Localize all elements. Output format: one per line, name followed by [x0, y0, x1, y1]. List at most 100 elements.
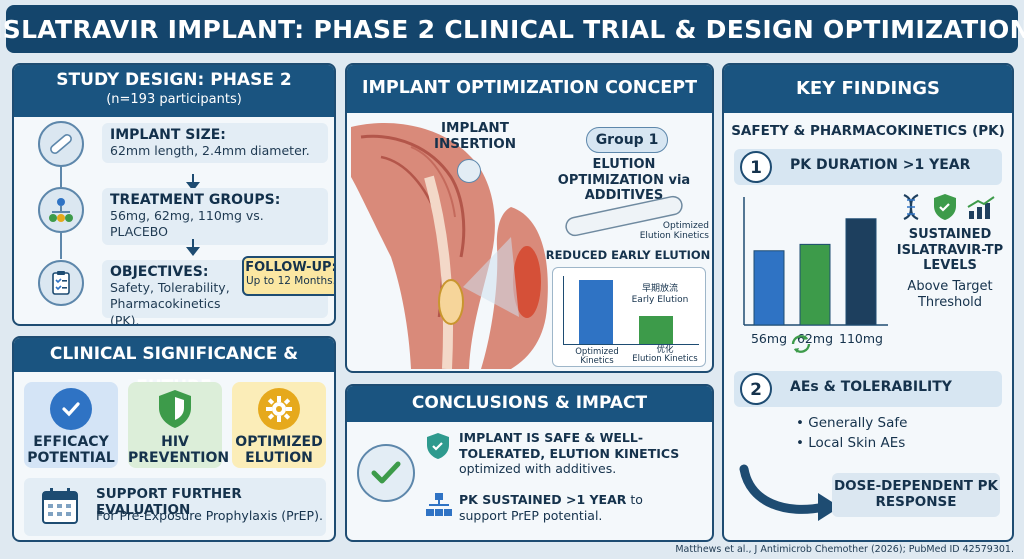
finding-2-title: AEs & TOLERABILITY: [790, 379, 952, 395]
clipboard-checklist-icon: [38, 260, 84, 306]
shield-icon: [934, 194, 956, 220]
bullet-item: • Generally Safe: [796, 415, 908, 431]
growth-chart-icon: [967, 196, 995, 219]
mini-chart-axis: [563, 344, 699, 345]
implant-size-label: IMPLANT SIZE:: [110, 127, 226, 143]
sustained-text: Above Target Threshold: [907, 279, 993, 310]
finding-2-banner: 2 AEs & TOLERABILITY: [734, 371, 1002, 407]
chart-tick-label: 62mg: [797, 331, 833, 346]
support-evaluation-text: For Pre-Exposure Prophylaxis (PrEP).: [96, 508, 323, 523]
bullet-item: • Local Skin AEs: [796, 435, 906, 452]
chart-bar-62mg: [799, 243, 831, 326]
study-design-panel: STUDY DESIGN: PHASE 2 (n=193 participant…: [12, 63, 336, 326]
support-evaluation-box: SUPPORT FURTHER EVALUATION For Pre-Expos…: [24, 478, 326, 536]
finding-2-number: 2: [740, 373, 772, 405]
optimized-elution-chip: OPTIMIZED ELUTION: [232, 382, 326, 468]
chart-bar-56mg: [753, 250, 785, 326]
efficacy-label: EFFICACY POTENTIAL: [27, 434, 115, 467]
pk-duration-chart: 56mg 62mg 110mg: [743, 197, 888, 346]
rod-caption: Optimized Elution Kinetics: [639, 221, 709, 242]
finding-1-number: 1: [740, 151, 772, 183]
elution-optimization-title: ELUTION OPTIMIZATION via ADDITIVES: [557, 157, 691, 204]
mini-bar-elution-labels: 优化 Elution Kinetics: [625, 345, 705, 365]
implant-rod-icon: [38, 121, 84, 167]
clinical-significance-panel: CLINICAL SIGNIFICANCE & FUTURE EFFICACY …: [12, 336, 336, 542]
followup-text: Up to 12 Months.: [246, 275, 336, 287]
bullet-text: Generally Safe: [808, 415, 908, 431]
checkmark-icon: [357, 444, 415, 502]
followup-badge: FOLLOW-UP: Up to 12 Months.: [242, 256, 336, 296]
conclusion-1-text: optimized with additives.: [459, 461, 617, 477]
safety-pk-subheading: SAFETY & PHARMACOKINETICS (PK): [731, 123, 1005, 139]
mini-bar-optimized: [579, 280, 613, 344]
calendar-icon: [40, 486, 80, 530]
implant-insertion-label: IMPLANT INSERTION: [433, 120, 517, 152]
study-participants: (n=193 participants): [106, 92, 242, 107]
study-design-header: STUDY DESIGN: PHASE 2 (n=193 participant…: [14, 65, 334, 117]
gear-icon: [258, 388, 300, 430]
conclusions-panel: CONCLUSIONS & IMPACT IMPLANT IS SAFE & W…: [345, 384, 714, 542]
objectives-text: Safety, Tolerability, Pharmacokinetics (…: [110, 280, 230, 326]
key-findings-panel: KEY FINDINGS SAFETY & PHARMACOKINETICS (…: [722, 63, 1014, 542]
early-elution-en: Early Elution: [631, 294, 689, 305]
page-title: ISLATRAVIR IMPLANT: PHASE 2 CLINICAL TRI…: [0, 14, 1024, 44]
early-elution-annotation: 早期放流 Early Elution: [625, 284, 695, 306]
chart-tick-label: 110mg: [839, 331, 883, 346]
chart-tick-label: 56mg: [751, 331, 787, 346]
shield-icon: [425, 432, 451, 464]
optimized-elution-label: OPTIMIZED ELUTION: [235, 434, 323, 467]
conclusion-2-text1: to: [630, 492, 643, 507]
objectives-label: OBJECTIVES:: [110, 264, 209, 280]
org-chart-icon: [38, 187, 84, 233]
network-icon: [425, 492, 453, 522]
chart-bar-110mg: [845, 218, 877, 326]
hiv-prevention-label: HIV PREVENTION: [128, 434, 230, 467]
group-badge: Group 1: [586, 127, 668, 153]
implant-size-text: 62mm length, 2.4mm diameter.: [110, 143, 310, 158]
title-bar: ISLATRAVIR IMPLANT: PHASE 2 CLINICAL TRI…: [0, 5, 1024, 53]
mini-elution-chart: 早期放流 Early Elution Optimized Kinetics 优化…: [552, 267, 706, 367]
connector-line: [60, 165, 62, 187]
shield-icon: [154, 388, 196, 430]
early-elution-cn: 早期放流: [641, 284, 678, 294]
finding-2-bullets: • Generally Safe • Local Skin AEs: [796, 413, 907, 454]
followup-label: FOLLOW-UP:: [245, 260, 336, 275]
down-arrow-icon: [186, 239, 200, 256]
conclusion-2-bold: PK SUSTAINED >1 YEAR: [459, 492, 627, 507]
hiv-prevention-chip: HIV PREVENTION: [128, 382, 230, 468]
implant-optimization-panel: IMPLANT OPTIMIZATION CONCEPT IMPLANT INS…: [345, 63, 714, 373]
support-evaluation-title: SUPPORT FURTHER EVALUATION: [96, 486, 242, 518]
implant-rod-icon: [565, 195, 683, 237]
finding-1-title: PK DURATION >1 YEAR: [790, 157, 971, 173]
mini-bar-elution: [639, 316, 673, 344]
conclusions-title: CONCLUSIONS & IMPACT: [347, 386, 712, 422]
sustained-title: SUSTAINED ISLATRAVIR-TP LEVELS: [896, 227, 1004, 274]
treatment-groups-row: TREATMENT GROUPS: 56mg, 62mg, 110mg vs. …: [102, 188, 328, 245]
checkmark-icon: [50, 388, 92, 430]
treatment-groups-text: 56mg, 62mg, 110mg vs. PLACEBO: [110, 208, 264, 240]
conclusion-1-bold: IMPLANT IS SAFE & WELL-TOLERATED, ELUTIO…: [459, 430, 680, 461]
study-design-title: STUDY DESIGN: PHASE 2: [56, 70, 292, 90]
dna-icon: [903, 193, 919, 221]
efficacy-chip: EFFICACY POTENTIAL: [24, 382, 118, 468]
conclusion-item-1: IMPLANT IS SAFE & WELL-TOLERATED, ELUTIO…: [459, 430, 703, 477]
arm-anatomy-illustration: [351, 122, 548, 369]
mini-bar-optimized-label: Optimized Kinetics: [575, 347, 619, 367]
finding-1-banner: 1 PK DURATION >1 YEAR: [734, 149, 1002, 185]
implant-size-row: IMPLANT SIZE: 62mm length, 2.4mm diamete…: [102, 123, 328, 164]
reduced-early-elution-label: REDUCED EARLY ELUTION: [545, 248, 711, 262]
key-findings-title: KEY FINDINGS: [724, 65, 1012, 113]
implant-optimization-title: IMPLANT OPTIMIZATION CONCEPT: [347, 65, 712, 113]
hand-insertion-icon: [457, 159, 481, 183]
bullet-text: Local Skin AEs: [808, 435, 906, 452]
treatment-groups-label: TREATMENT GROUPS:: [110, 192, 281, 208]
pk-icons: [896, 193, 1006, 223]
clinical-significance-title: CLINICAL SIGNIFICANCE & FUTURE: [14, 338, 334, 397]
mini-bar-elution-cn: 优化: [656, 345, 674, 355]
conclusion-item-2: PK SUSTAINED >1 YEAR to support PrEP pot…: [459, 492, 703, 523]
dose-dependent-response: DOSE-DEPENDENT PK RESPONSE: [832, 473, 1000, 517]
down-arrow-icon: [186, 174, 200, 191]
citation-footer: Matthews et al., J Antimicrob Chemother …: [675, 544, 1014, 555]
mini-bar-elution-en: Elution Kinetics: [632, 354, 698, 365]
curved-arrow-icon: [739, 464, 840, 521]
